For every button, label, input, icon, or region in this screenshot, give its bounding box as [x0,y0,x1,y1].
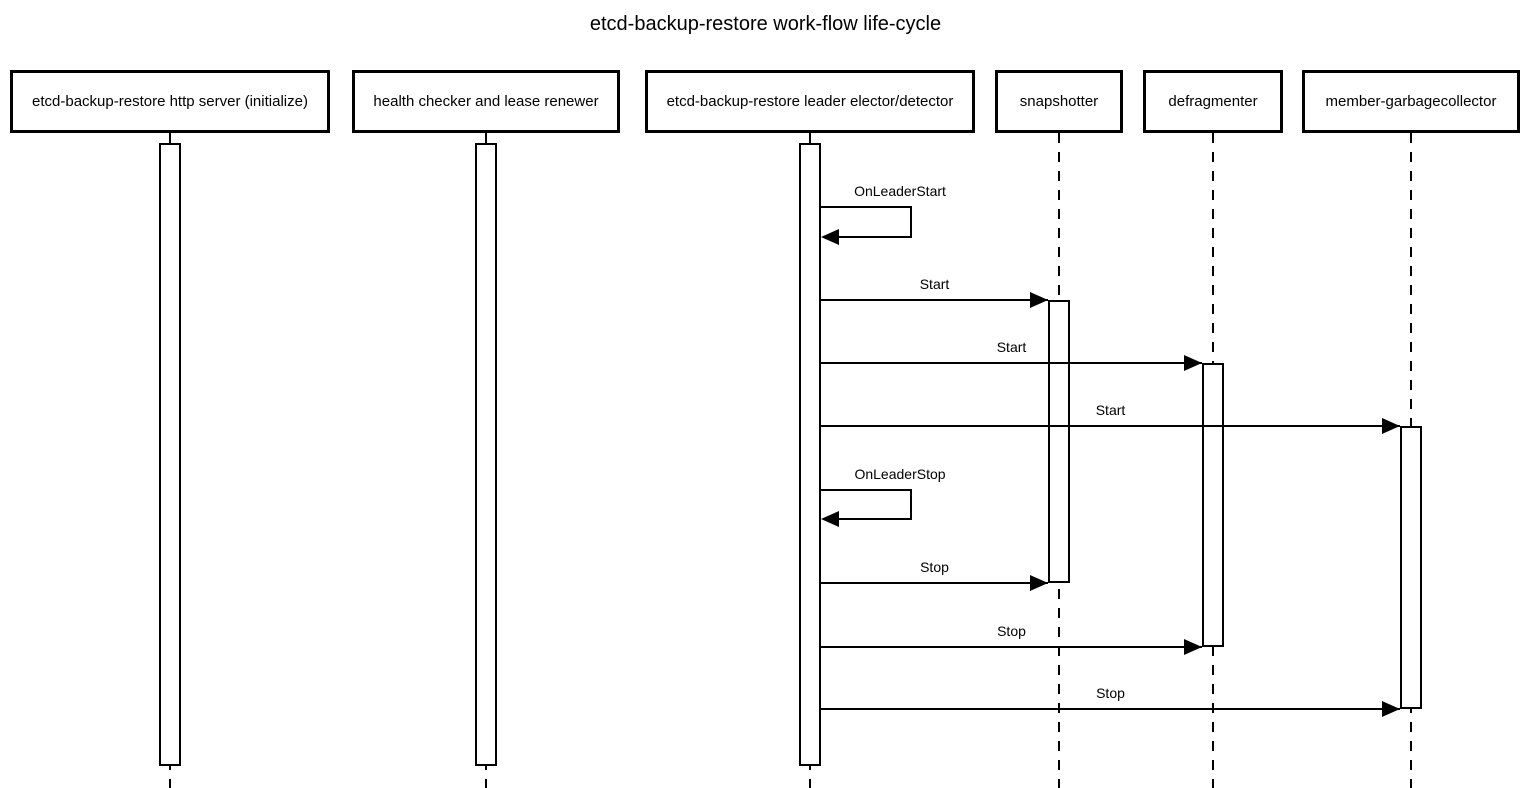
message-line [821,299,1048,301]
message-line [821,582,1048,584]
message-label: Start [1095,402,1126,418]
arrowhead-icon [1184,639,1202,655]
participant-member-garbagecollector: member-garbagecollector [1302,70,1520,133]
message-label: OnLeaderStop [854,466,946,482]
self-message-line [821,206,912,208]
self-message-line [821,489,912,491]
participant-label-leader-elector: etcd-backup-restore leader elector/detec… [666,92,954,110]
diagram-title: etcd-backup-restore work-flow life-cycle [589,13,942,35]
message-line [821,646,1202,648]
message-line [821,425,1400,427]
arrowhead-icon [821,511,839,527]
lifeline-connector-http-server [169,133,171,143]
lifeline-connector-health-checker [485,133,487,143]
message-label: Start [919,276,950,292]
activation-bar-snapshotter [1048,300,1070,583]
participant-health-checker: health checker and lease renewer [352,70,620,133]
participant-label-member-garbagecollector: member-garbagecollector [1325,92,1497,110]
participant-leader-elector: etcd-backup-restore leader elector/detec… [645,70,975,133]
self-message-line [910,206,912,238]
participant-label-snapshotter: snapshotter [1019,92,1099,110]
participant-defragmenter: defragmenter [1143,70,1283,133]
lifeline-connector-leader-elector [809,133,811,143]
arrowhead-icon [1030,575,1048,591]
participant-label-defragmenter: defragmenter [1168,92,1258,110]
message-label: Stop [1096,685,1125,701]
activation-bar-leader-elector [799,143,821,766]
message-line [821,362,1202,364]
activation-bar-http-server [159,143,181,766]
activation-bar-member-garbagecollector [1400,426,1422,709]
self-message-line [837,236,912,238]
self-message-line [837,518,912,520]
arrowhead-icon [1184,355,1202,371]
arrowhead-icon [1382,701,1400,717]
arrowhead-icon [821,229,839,245]
message-label: Stop [997,623,1026,639]
message-label: Stop [920,559,949,575]
arrowhead-icon [1382,418,1400,434]
self-message-line [910,489,912,520]
participant-snapshotter: snapshotter [995,70,1123,133]
arrowhead-icon [1030,292,1048,308]
participant-label-http-server: etcd-backup-restore http server (initial… [32,92,308,110]
activation-bar-health-checker [475,143,497,766]
message-label: OnLeaderStart [854,183,946,199]
message-label: Start [996,339,1027,355]
message-line [821,708,1400,710]
participant-http-server: etcd-backup-restore http server (initial… [10,70,330,133]
activation-bar-defragmenter [1202,363,1224,647]
participant-label-health-checker: health checker and lease renewer [373,92,599,110]
